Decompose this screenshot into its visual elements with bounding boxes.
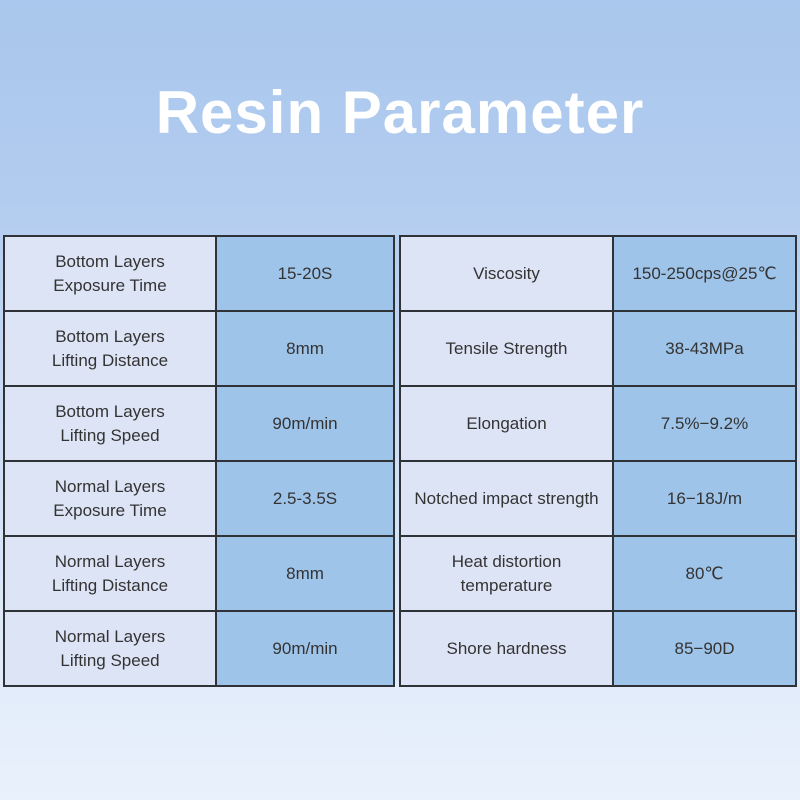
parameter-value: 150-250cps@25℃ [612, 235, 797, 312]
table-row: Bottom Layers Exposure Time 15-20S [3, 235, 395, 312]
table-row: Normal Layers Lifting Speed 90m/min [3, 610, 395, 687]
parameter-tables: Bottom Layers Exposure Time 15-20S Botto… [3, 235, 797, 687]
label-line-1: Bottom Layers [55, 251, 165, 271]
parameter-value: 85−90D [612, 610, 797, 687]
parameter-label: Normal Layers Lifting Speed [3, 610, 217, 687]
table-row: Normal Layers Exposure Time 2.5-3.5S [3, 460, 395, 537]
label-line-1: Normal Layers [54, 551, 166, 571]
parameter-label: Heat distortion temperature [399, 535, 614, 612]
parameter-label: Bottom Layers Exposure Time [3, 235, 217, 312]
label-line-2: Lifting Distance [51, 575, 169, 595]
material-properties-table: Viscosity 150-250cps@25℃ Tensile Strengt… [399, 235, 797, 687]
print-parameters-table: Bottom Layers Exposure Time 15-20S Botto… [3, 235, 395, 687]
label-line-2: Exposure Time [53, 500, 167, 520]
label-line-1: Bottom Layers [55, 401, 165, 421]
parameter-label: Shore hardness [399, 610, 614, 687]
label-line-2: Exposure Time [53, 275, 167, 295]
table-row: Tensile Strength 38-43MPa [399, 310, 797, 387]
parameter-value: 7.5%−9.2% [612, 385, 797, 462]
parameter-value: 2.5-3.5S [215, 460, 395, 537]
parameter-label: Viscosity [399, 235, 614, 312]
table-row: Notched impact strength 16−18J/m [399, 460, 797, 537]
table-row: Viscosity 150-250cps@25℃ [399, 235, 797, 312]
table-row: Bottom Layers Lifting Speed 90m/min [3, 385, 395, 462]
parameter-value: 90m/min [215, 610, 395, 687]
table-row: Bottom Layers Lifting Distance 8mm [3, 310, 395, 387]
label-line-1: Normal Layers [54, 476, 166, 496]
table-row: Normal Layers Lifting Distance 8mm [3, 535, 395, 612]
table-row: Shore hardness 85−90D [399, 610, 797, 687]
parameter-value: 38-43MPa [612, 310, 797, 387]
parameter-value: 8mm [215, 310, 395, 387]
parameter-value: 15-20S [215, 235, 395, 312]
parameter-label: Notched impact strength [399, 460, 614, 537]
parameter-label: Normal Layers Exposure Time [3, 460, 217, 537]
parameter-value: 90m/min [215, 385, 395, 462]
parameter-label: Bottom Layers Lifting Speed [3, 385, 217, 462]
parameter-value: 8mm [215, 535, 395, 612]
table-row: Elongation 7.5%−9.2% [399, 385, 797, 462]
parameter-label: Elongation [399, 385, 614, 462]
parameter-label: Normal Layers Lifting Distance [3, 535, 217, 612]
label-line-1: Normal Layers [54, 626, 166, 646]
label-line-2: Lifting Speed [60, 425, 160, 445]
page-title: Resin Parameter [155, 79, 645, 146]
parameter-value: 80℃ [612, 535, 797, 612]
parameter-label: Bottom Layers Lifting Distance [3, 310, 217, 387]
label-line-2: Lifting Distance [51, 350, 169, 370]
label-line-2: Lifting Speed [60, 650, 160, 670]
label-line-1: Bottom Layers [55, 326, 165, 346]
parameter-label: Tensile Strength [399, 310, 614, 387]
parameter-value: 16−18J/m [612, 460, 797, 537]
table-row: Heat distortion temperature 80℃ [399, 535, 797, 612]
